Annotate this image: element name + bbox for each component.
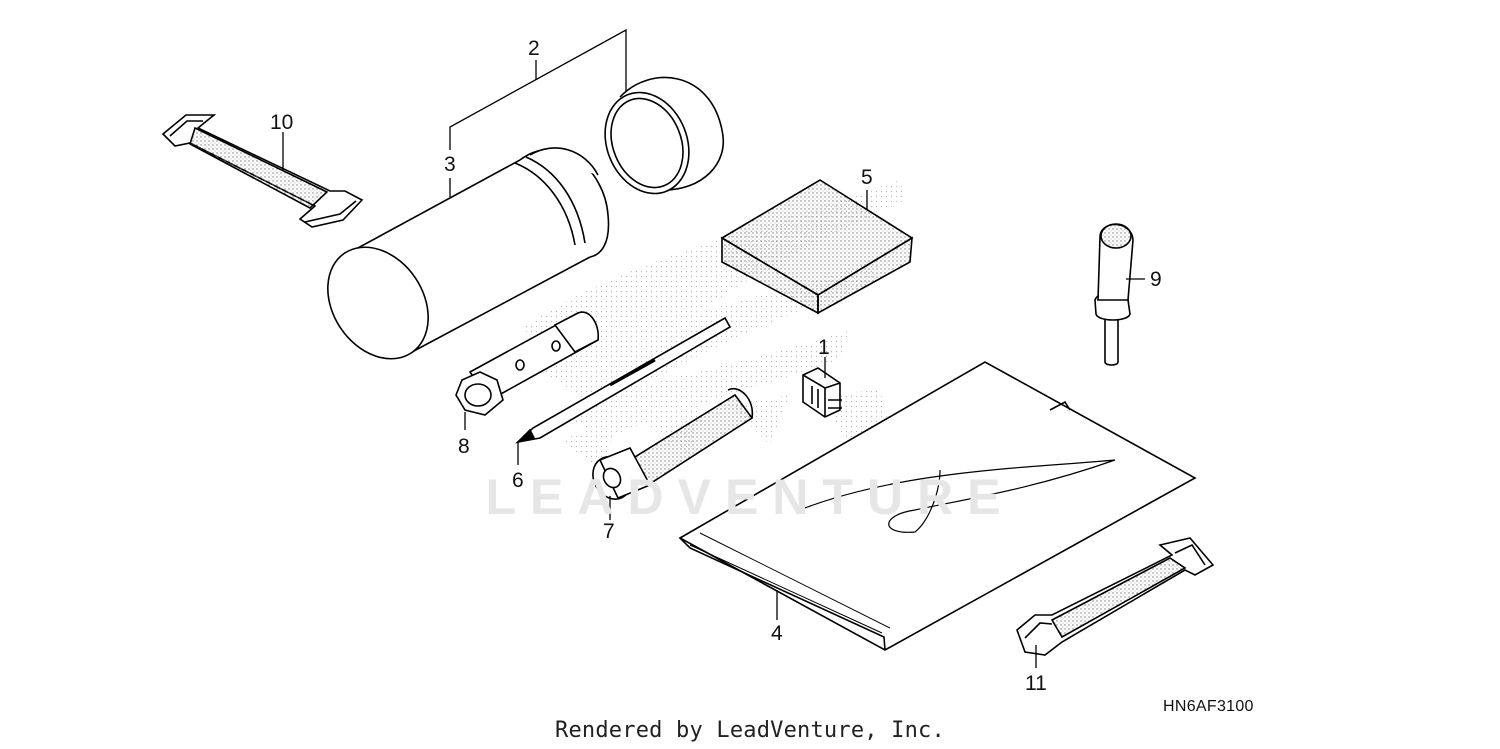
callout-8: 8 <box>458 435 470 458</box>
strap-part-11 <box>1017 538 1213 655</box>
callout-7: 7 <box>603 520 615 543</box>
bag-part-4 <box>680 362 1195 650</box>
sponge-part-5 <box>722 180 912 313</box>
callout-11: 11 <box>1025 672 1047 695</box>
spark-plug-wrench-part-8 <box>456 312 598 415</box>
handle-part-7 <box>585 389 752 506</box>
fuse-part-1 <box>803 368 842 417</box>
diagram-code: HN6AF3100 <box>1163 698 1254 715</box>
callout-6: 6 <box>512 469 524 492</box>
callout-2: 2 <box>528 37 540 60</box>
watermark-text: LEADVENTURE <box>485 469 1015 525</box>
callout-10: 10 <box>270 111 294 134</box>
callout-9: 9 <box>1150 268 1162 291</box>
callout-3: 3 <box>444 153 456 176</box>
callout-5: 5 <box>861 166 873 189</box>
tool-tube-part-3 <box>307 148 608 378</box>
callout-4: 4 <box>771 622 783 645</box>
credit-line: Rendered by LeadVenture, Inc. <box>555 718 945 743</box>
screwdriver-part-9 <box>1095 224 1133 365</box>
tube-cap-part-2 <box>590 74 723 206</box>
screwdriver-bit-part-6 <box>518 318 730 442</box>
leader-lines <box>282 28 1145 668</box>
strap-part-10 <box>163 115 362 227</box>
callout-1: 1 <box>818 336 830 359</box>
